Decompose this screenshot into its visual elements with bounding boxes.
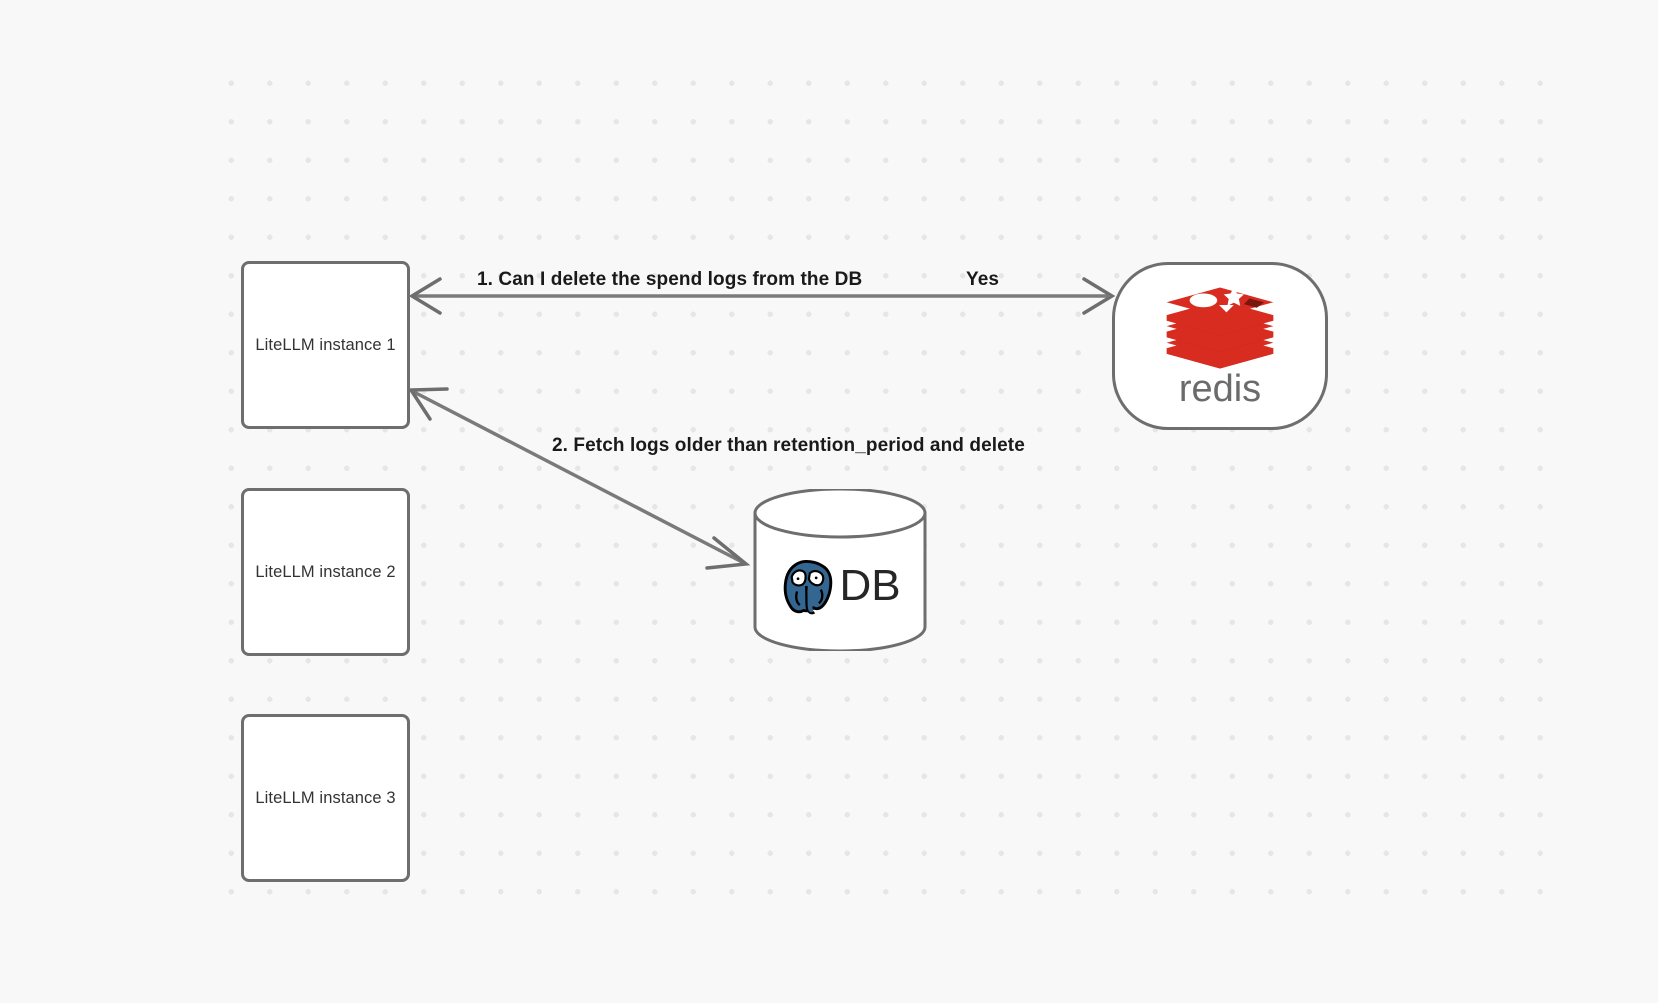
node-label-litellm-instance-3: LiteLLM instance 3: [255, 788, 396, 807]
postgresql-elephant-icon: [784, 559, 833, 615]
node-label-litellm-instance-2: LiteLLM instance 2: [255, 562, 396, 581]
database-cylinder-shape: [753, 489, 927, 651]
redis-wordmark-text: redis: [1179, 370, 1261, 410]
node-litellm-instance-3[interactable]: LiteLLM instance 3: [241, 714, 410, 882]
edge-label-yes: Yes: [966, 269, 1000, 290]
redis-wordmark: redis: [1179, 370, 1261, 410]
edge-label-step-2: 2. Fetch logs older than retention_perio…: [552, 435, 1025, 456]
edge-label-step-1: 1. Can I delete the spend logs from the …: [477, 269, 863, 290]
redis-logo-icon: [1166, 287, 1274, 369]
database-content: DB: [752, 531, 928, 641]
node-redis[interactable]: redis: [1112, 262, 1328, 430]
node-litellm-instance-1[interactable]: LiteLLM instance 1: [241, 261, 410, 429]
node-litellm-instance-2[interactable]: LiteLLM instance 2: [241, 488, 410, 656]
database-label: DB: [839, 561, 901, 610]
node-label-litellm-instance-1: LiteLLM instance 1: [255, 335, 396, 354]
node-database[interactable]: DB: [752, 489, 928, 651]
